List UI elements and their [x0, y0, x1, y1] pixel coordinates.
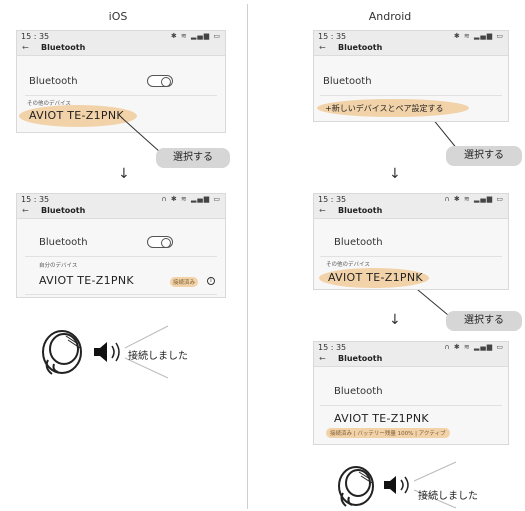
back-arrow-icon[interactable]: ←: [319, 354, 326, 363]
separator: [320, 405, 502, 406]
status-bar: 15 : 35 ∩ ✱ ≋ ▂▄▆ ▭: [314, 194, 508, 206]
bluetooth-label: Bluetooth: [29, 76, 78, 87]
back-arrow-icon[interactable]: ←: [319, 206, 326, 215]
nav-title: Bluetooth: [338, 354, 383, 363]
ios-down-arrow: ↓: [118, 166, 130, 182]
android-screen-1: 15 : 35 ✱ ≋ ▂▄▆ ▭ ← Bluetooth Bluetooth …: [313, 30, 509, 122]
android-select-callout-1: 選択する: [446, 146, 522, 166]
status-bar: 15 : 35 ✱ ≋ ▂▄▆ ▭: [314, 31, 508, 43]
back-arrow-icon[interactable]: ←: [22, 206, 29, 215]
nav-bar: ← Bluetooth: [17, 43, 225, 56]
status-icons: ✱ ≋ ▂▄▆ ▭: [170, 32, 221, 40]
status-time: 15 : 35: [21, 32, 50, 41]
android-screen-3: 15 : 35 ∩ ✱ ≋ ▂▄▆ ▭ ← Bluetooth Bluetoot…: [313, 341, 509, 445]
other-devices-header: その他のデバイス: [326, 262, 370, 268]
speaker-icon: [94, 342, 120, 362]
device-item[interactable]: AVIOT TE-Z1PNK: [328, 271, 423, 284]
info-icon[interactable]: i: [207, 277, 215, 285]
status-icons: ✱ ≋ ▂▄▆ ▭: [453, 32, 504, 40]
nav-bar: ← Bluetooth: [314, 354, 508, 367]
separator: [25, 95, 217, 96]
device-status-line: 接続済み | バッテリー残量 100% | アクティブ: [326, 428, 450, 438]
ios-screen-1: 15 : 35 ✱ ≋ ▂▄▆ ▭ ← Bluetooth Bluetooth …: [16, 30, 226, 133]
nav-bar: ← Bluetooth: [17, 206, 225, 219]
nav-bar: ← Bluetooth: [314, 206, 508, 219]
device-item[interactable]: AVIOT TE-Z1PNK: [334, 412, 429, 425]
ios-callout-line: [121, 117, 161, 153]
status-bar: 15 : 35 ∩ ✱ ≋ ▂▄▆ ▭: [17, 194, 225, 206]
android-screen-2: 15 : 35 ∩ ✱ ≋ ▂▄▆ ▭ ← Bluetooth Bluetoot…: [313, 193, 509, 290]
device-highlight: [19, 105, 137, 127]
nav-title: Bluetooth: [41, 206, 86, 215]
earbud-icon: [42, 330, 82, 375]
device-highlight: [319, 268, 429, 288]
ios-select-callout: 選択する: [156, 148, 230, 168]
bluetooth-toggle[interactable]: [147, 236, 173, 248]
status-icons: ∩ ✱ ≋ ▂▄▆ ▭: [161, 195, 221, 203]
other-devices-header: その他のデバイス: [27, 101, 71, 107]
device-item[interactable]: AVIOT TE-Z1PNK: [29, 109, 124, 122]
connected-badge: 接続済み: [170, 277, 199, 287]
pair-new-device[interactable]: +新しいデバイスとペア設定する: [325, 104, 444, 113]
status-time: 15 : 35: [318, 32, 347, 41]
status-time: 15 : 35: [318, 195, 347, 204]
separator: [25, 294, 217, 295]
nav-title: Bluetooth: [41, 43, 86, 52]
pair-highlight: [317, 99, 469, 117]
bluetooth-label: Bluetooth: [39, 237, 88, 248]
column-divider: [247, 4, 248, 509]
ios-connected-illustration: [42, 325, 169, 379]
separator: [320, 256, 502, 257]
my-devices-header: 自分のデバイス: [39, 263, 78, 269]
android-connected-text: 接続しました: [418, 491, 478, 502]
ios-screen-2: 15 : 35 ∩ ✱ ≋ ▂▄▆ ▭ ← Bluetooth Bluetoot…: [16, 193, 226, 298]
android-callout-line-2: [411, 284, 449, 316]
back-arrow-icon[interactable]: ←: [22, 43, 29, 52]
ios-connected-text: 接続しました: [128, 351, 188, 362]
bluetooth-label: Bluetooth: [334, 237, 383, 248]
separator: [320, 95, 502, 96]
ios-column-title: iOS: [108, 10, 128, 23]
separator: [25, 256, 217, 257]
bluetooth-label: Bluetooth: [334, 386, 383, 397]
status-icons: ∩ ✱ ≋ ▂▄▆ ▭: [444, 343, 504, 351]
status-time: 15 : 35: [21, 195, 50, 204]
speaker-icon: [384, 476, 409, 494]
back-arrow-icon[interactable]: ←: [319, 43, 326, 52]
android-column-title: Android: [368, 10, 412, 23]
android-down-arrow-2: ↓: [389, 312, 401, 328]
android-select-callout-2: 選択する: [446, 311, 522, 331]
status-bar: 15 : 35 ∩ ✱ ≋ ▂▄▆ ▭: [314, 342, 508, 354]
android-down-arrow-1: ↓: [389, 166, 401, 182]
android-connected-illustration: [338, 461, 457, 509]
status-time: 15 : 35: [318, 343, 347, 352]
earbud-icon: [338, 466, 374, 507]
status-icons: ∩ ✱ ≋ ▂▄▆ ▭: [444, 195, 504, 203]
nav-title: Bluetooth: [338, 43, 383, 52]
bluetooth-toggle[interactable]: [147, 75, 173, 87]
bluetooth-label: Bluetooth: [323, 76, 372, 87]
nav-title: Bluetooth: [338, 206, 383, 215]
nav-bar: ← Bluetooth: [314, 43, 508, 56]
device-item[interactable]: AVIOT TE-Z1PNK: [39, 274, 134, 287]
status-bar: 15 : 35 ✱ ≋ ▂▄▆ ▭: [17, 31, 225, 43]
